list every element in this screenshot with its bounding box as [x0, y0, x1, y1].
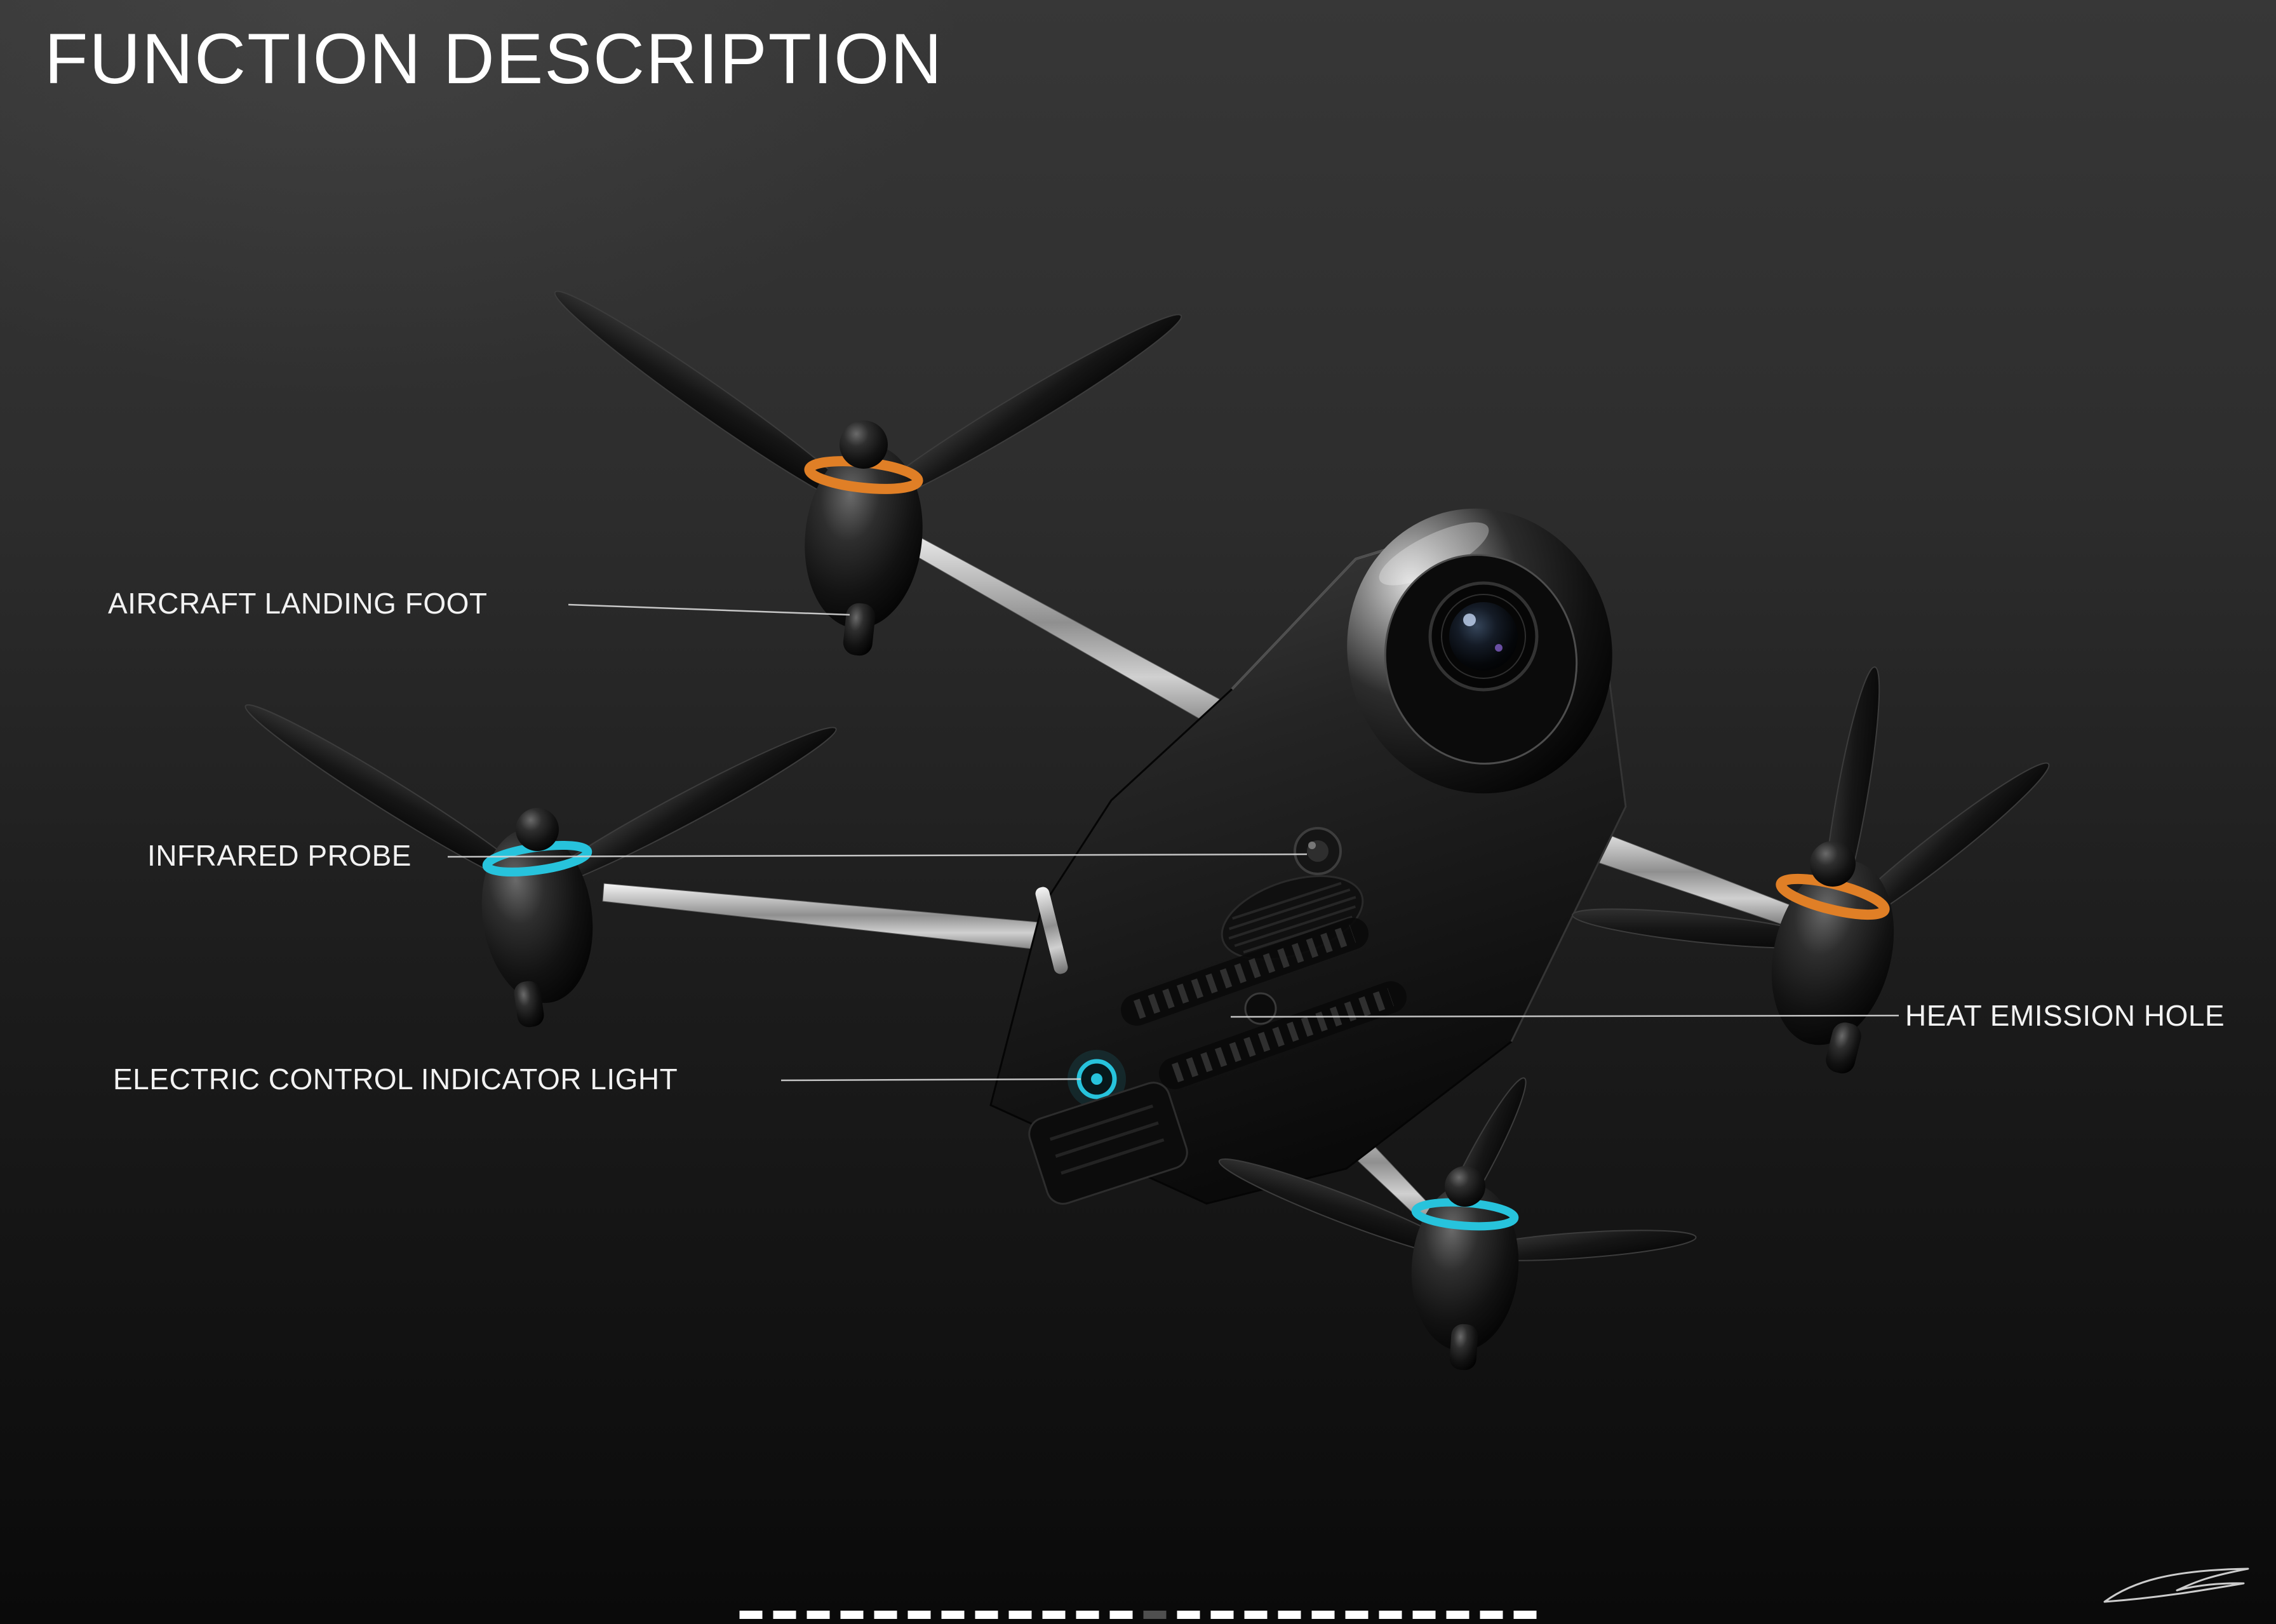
heat-emission-vents: [1121, 918, 1407, 1089]
dash: [1109, 1611, 1133, 1619]
rotor-mid-left: [244, 704, 837, 1028]
arm-mid-left: [602, 883, 1081, 955]
dash: [840, 1611, 864, 1619]
dash: [1042, 1611, 1066, 1619]
dash: [1008, 1611, 1032, 1619]
swoosh-wing-logo-icon: [2103, 1567, 2249, 1603]
rotor-bottom: [1218, 1077, 1697, 1371]
dash: [1446, 1611, 1469, 1619]
landing-foot: [843, 603, 876, 656]
dash: [1345, 1611, 1369, 1619]
landing-foot: [1449, 1324, 1478, 1371]
callout-label-aircraft-landing-foot: AIRCRAFT LANDING FOOT: [108, 587, 488, 620]
landing-foot: [514, 981, 544, 1028]
separator-dashes: [739, 1611, 1537, 1619]
camera-gimbal: [1347, 508, 1612, 794]
leader-electric-control-indicator-light: [780, 1078, 1081, 1082]
leader-heat-emission-hole: [1230, 1014, 1899, 1018]
lens-glint: [1463, 614, 1476, 626]
dash: [1278, 1611, 1301, 1619]
dash: [1311, 1611, 1335, 1619]
leader-aircraft-landing-foot: [568, 603, 850, 616]
page-title: FUNCTION DESCRIPTION: [44, 19, 944, 98]
rotor-front-left: [554, 290, 1182, 656]
dash: [941, 1611, 965, 1619]
dash: [907, 1611, 931, 1619]
dash: [1076, 1611, 1099, 1619]
prop-hub: [516, 808, 559, 851]
dash: [1244, 1611, 1268, 1619]
landing-foot: [1826, 1022, 1861, 1074]
dash: [1177, 1611, 1200, 1619]
lens-glint-2: [1495, 644, 1503, 652]
dash: [807, 1611, 830, 1619]
dash: [1480, 1611, 1503, 1619]
callout-label-infrared-probe: INFRARED PROBE: [147, 839, 412, 872]
dash: [1513, 1611, 1537, 1619]
dash: [1143, 1611, 1167, 1619]
callout-label-heat-emission-hole: HEAT EMISSION HOLE: [1905, 999, 2225, 1032]
dash: [1379, 1611, 1402, 1619]
battery-hatch: [1028, 1082, 1188, 1205]
drone-illustration: [244, 290, 2050, 1371]
dash: [1412, 1611, 1436, 1619]
dash: [773, 1611, 796, 1619]
specular-highlight: [1379, 522, 1489, 586]
infrared-probe: [1294, 827, 1342, 875]
dash: [975, 1611, 998, 1619]
rotor-right: [1572, 666, 2050, 1074]
brand-logo: [2101, 1562, 2253, 1616]
leader-infrared-probe: [447, 853, 1308, 858]
prop-hub: [1810, 841, 1856, 887]
callout-leader-lines: [447, 603, 1899, 1082]
dash: [1210, 1611, 1234, 1619]
dash: [874, 1611, 897, 1619]
dash: [739, 1611, 763, 1619]
motor-pod: [1771, 860, 1894, 1045]
side-antenna: [1035, 887, 1068, 974]
prop-hub: [1445, 1166, 1485, 1207]
body-sensor: [1244, 992, 1277, 1025]
arm-front-left: [887, 524, 1255, 743]
prop-hub: [840, 420, 888, 469]
callout-label-electric-control-indicator-light: ELECTRIC CONTROL INDICATOR LIGHT: [113, 1063, 678, 1096]
